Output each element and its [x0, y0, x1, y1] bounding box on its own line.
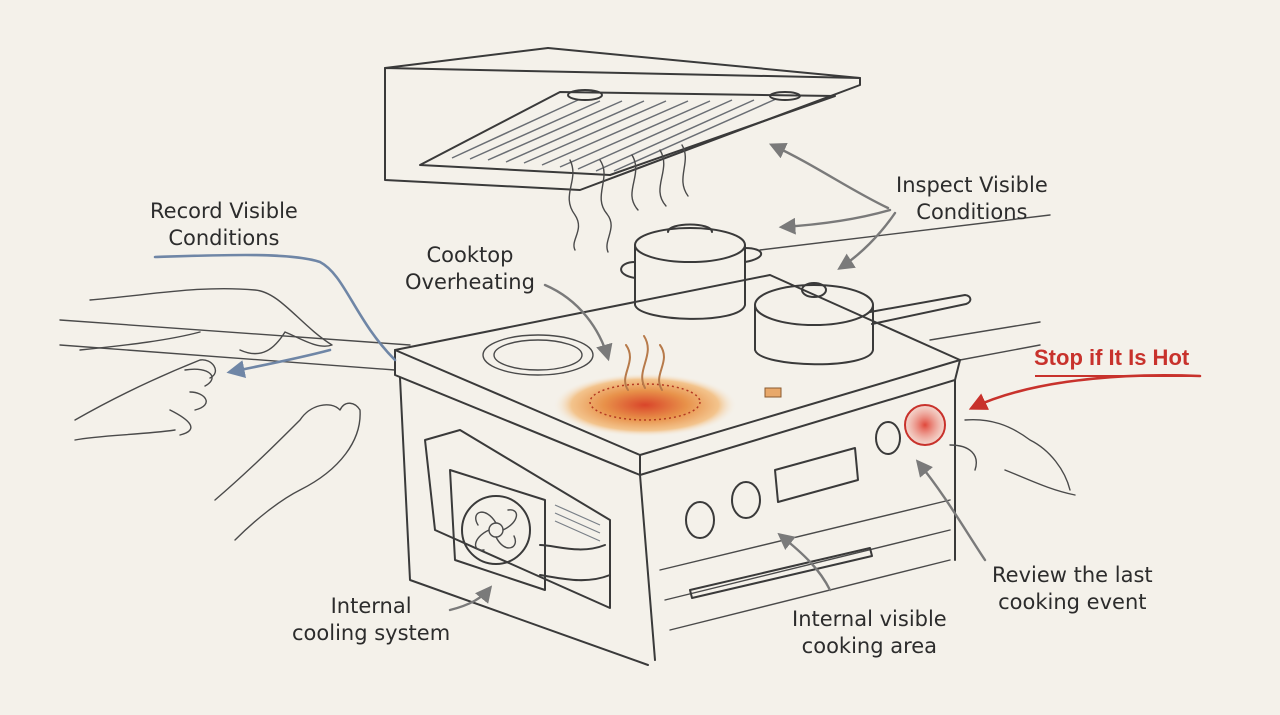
- hot-knob: [904, 404, 946, 446]
- arrow-review: [915, 459, 987, 562]
- arrow-record-hand: [226, 348, 332, 379]
- arrow-internal-area: [777, 532, 832, 592]
- hot-burner: [553, 373, 737, 437]
- arrow-inspect-pot: [778, 208, 892, 235]
- heat-waves: [624, 335, 665, 391]
- control-knobs: [685, 404, 946, 539]
- arrow-stop: [968, 373, 1202, 410]
- stock-pot: [620, 223, 763, 320]
- label-stop-if-hot: Stop if It Is Hot: [1034, 345, 1190, 370]
- burners: [482, 334, 782, 437]
- annotation-arrows: [153, 143, 1202, 612]
- arrow-record: [153, 253, 397, 362]
- arrow-inspect-saucepan: [837, 211, 897, 270]
- arrow-inspect-hood: [768, 143, 890, 210]
- arrow-cooktop: [543, 283, 613, 362]
- countertop: [59, 214, 1051, 371]
- cooling-unit: [424, 429, 611, 609]
- range-hood: [384, 47, 861, 191]
- arrow-cooling: [448, 585, 493, 612]
- steam-lines: [568, 144, 689, 253]
- stove: [394, 274, 961, 666]
- saucepan: [754, 282, 972, 366]
- hands: [74, 287, 1076, 541]
